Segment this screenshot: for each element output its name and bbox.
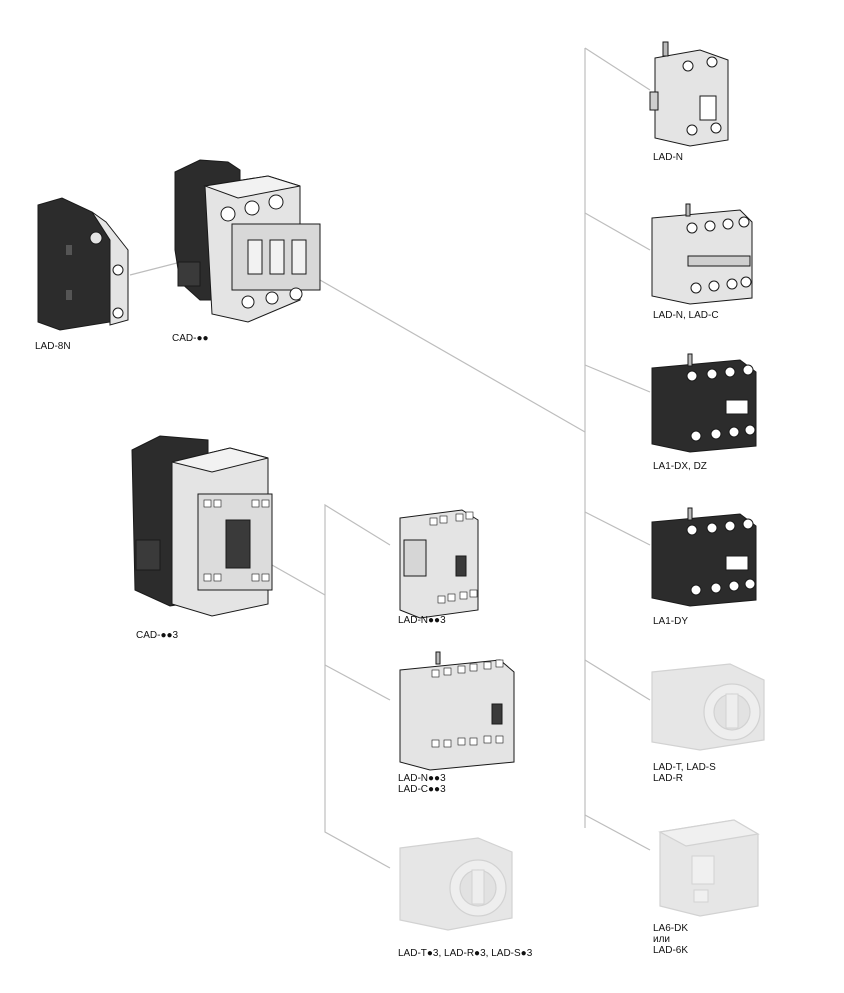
connector-lad-nc3 xyxy=(324,664,391,701)
label-lad-8n: LAD-8N xyxy=(35,341,71,352)
lad-n-c-illustration xyxy=(651,203,753,305)
label-lad-n: LAD-N xyxy=(653,152,683,163)
lad-t3-illustration xyxy=(399,837,513,931)
label-lad-t-line-2: LAD-R xyxy=(653,773,684,784)
label-lad-nc3: LAD-N●●3 LAD-C●●3 xyxy=(398,773,446,795)
connector-lad-n xyxy=(584,47,651,91)
cad-illustration xyxy=(174,159,321,323)
label-la6-dk-line-2: или xyxy=(653,934,671,945)
label-la1-dy: LA1-DY xyxy=(653,616,688,627)
connector-lad-n-c xyxy=(584,212,651,251)
label-cad: CAD-●● xyxy=(172,333,209,344)
label-lad-nc3-line-2: LAD-C●●3 xyxy=(398,784,446,795)
lad-n3-illustration xyxy=(399,509,479,619)
label-lad-t: LAD-T, LAD-S LAD-R xyxy=(653,762,716,784)
label-lad-t3: LAD-T●3, LAD-R●3, LAD-S●3 xyxy=(398,948,532,959)
label-lad-n-c: LAD-N, LAD-C xyxy=(653,310,719,321)
connector-trunk-left xyxy=(324,503,391,869)
label-lad-t-line-1: LAD-T, LAD-S xyxy=(653,762,716,773)
label-la1-dx: LA1-DX, DZ xyxy=(653,461,707,472)
connector-lad-t xyxy=(584,659,651,701)
label-la6-dk-line-3: LAD-6K xyxy=(653,945,689,956)
label-la6-dk: LA6-DK или LAD-6K xyxy=(653,923,688,956)
connector-cad3-to-trunk xyxy=(271,564,326,596)
label-lad-nc3-line-1: LAD-N●●3 xyxy=(398,773,446,784)
label-lad-n-text: LAD-N xyxy=(653,152,684,163)
label-lad-n-c-text: LAD-N, LAD-C xyxy=(653,310,719,321)
label-cad3-text: CAD-●●3 xyxy=(136,630,179,641)
lad-8n-illustration xyxy=(37,197,129,331)
label-cad-text: CAD-●● xyxy=(172,333,209,344)
connector-cad-to-trunk xyxy=(319,279,586,433)
la6-dk-illustration xyxy=(658,819,760,917)
connector-la6-dk xyxy=(584,814,651,851)
label-cad3: CAD-●●3 xyxy=(136,630,178,641)
connector-la1-dy xyxy=(584,511,651,546)
lad-t-illustration xyxy=(651,663,765,751)
lad-n-illustration xyxy=(649,41,729,147)
label-la1-dx-text: LA1-DX, DZ xyxy=(653,461,707,472)
connector-la1-dx xyxy=(584,364,651,393)
lad-nc3-illustration xyxy=(399,651,515,771)
label-la1-dy-text: LA1-DY xyxy=(653,616,689,627)
label-lad-n3: LAD-N●●3 xyxy=(398,615,446,626)
cad3-illustration xyxy=(131,435,273,617)
connector-lines xyxy=(129,47,651,869)
label-la6-dk-line-1: LA6-DK xyxy=(653,923,689,934)
label-lad-8n-text: LAD-8N xyxy=(35,341,71,352)
la1-dx-illustration xyxy=(651,353,757,453)
la1-dy-illustration xyxy=(651,507,757,607)
label-lad-t3-text: LAD-T●3, LAD-R●3, LAD-S●3 xyxy=(398,948,533,959)
label-lad-n3-text: LAD-N●●3 xyxy=(398,615,446,626)
